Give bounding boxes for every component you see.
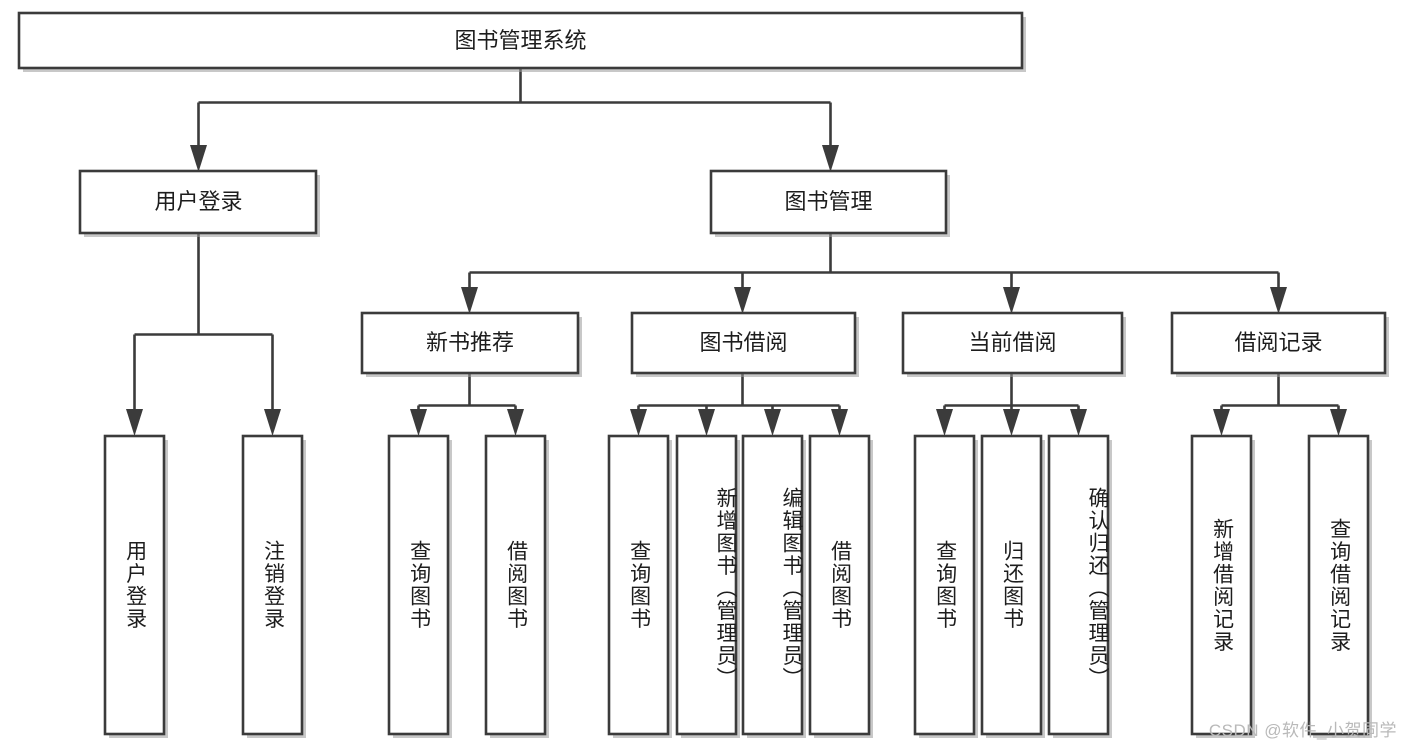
arrow-to-borrow-record — [1270, 287, 1287, 314]
node-label-new-book-recommend: 新书推荐 — [426, 330, 514, 355]
leaf-user-login-1[interactable] — [103, 434, 166, 736]
arrow-user-login-leaf-1 — [126, 409, 143, 436]
node-book-management[interactable] — [709, 169, 948, 235]
leaf-new-book-2[interactable] — [484, 434, 547, 736]
leaf-borrow-record-1[interactable] — [1190, 434, 1253, 736]
arrow-book-borrow-leaf-1 — [630, 409, 647, 436]
arrow-borrow-record-leaf-2 — [1330, 409, 1347, 436]
leaf-current-borrow-3[interactable] — [1047, 434, 1110, 736]
leaf-book-borrow-3[interactable] — [741, 434, 804, 736]
leaf-user-login-2[interactable] — [241, 434, 304, 736]
leaf-current-borrow-2[interactable] — [980, 434, 1043, 736]
arrow-current-borrow-leaf-2 — [1003, 409, 1020, 436]
arrow-current-borrow-leaf-3 — [1070, 409, 1087, 436]
arrow-new-book-leaf-2 — [507, 409, 524, 436]
node-label-user-login: 用户登录 — [154, 189, 242, 214]
arrow-root-to-book-manage — [822, 145, 839, 172]
connector-layer — [126, 68, 1347, 436]
node-borrow-record[interactable] — [1170, 311, 1387, 375]
node-label-current-borrow: 当前借阅 — [968, 330, 1056, 355]
node-book-borrow[interactable] — [630, 311, 857, 375]
node-current-borrow[interactable] — [901, 311, 1124, 375]
arrow-to-book-borrow — [734, 287, 751, 314]
leaf-current-borrow-1[interactable] — [913, 434, 976, 736]
arrow-to-current-borrow — [1003, 287, 1020, 314]
node-label-borrow-record: 借阅记录 — [1234, 330, 1322, 355]
arrow-root-to-user-login — [190, 145, 207, 172]
leaf-borrow-record-2[interactable] — [1307, 434, 1370, 736]
leaf-book-borrow-1[interactable] — [607, 434, 670, 736]
node-root-book-management-system[interactable] — [17, 11, 1024, 70]
node-user-login[interactable] — [78, 169, 318, 235]
node-label-book-borrow: 图书借阅 — [699, 330, 787, 355]
node-new-book-recommend[interactable] — [360, 311, 580, 375]
node-label-book-management: 图书管理 — [784, 189, 872, 214]
node-label-root: 图书管理系统 — [454, 28, 586, 53]
arrow-to-new-book — [461, 287, 478, 314]
arrow-book-borrow-leaf-3 — [764, 409, 781, 436]
arrow-borrow-record-leaf-1 — [1213, 409, 1230, 436]
arrow-book-borrow-leaf-4 — [831, 409, 848, 436]
watermark-text: CSDN @软件_小贺同学 — [1208, 721, 1397, 740]
node-layer: 图书管理系统 用户登录 图书管理 新书推荐 图书借阅 当前借阅 借阅记录 — [17, 11, 1389, 738]
arrow-user-login-leaf-2 — [264, 409, 281, 436]
leaf-book-borrow-4[interactable] — [808, 434, 871, 736]
leaf-new-book-1[interactable] — [387, 434, 450, 736]
leaf-book-borrow-2[interactable] — [675, 434, 738, 736]
arrow-new-book-leaf-1 — [410, 409, 427, 436]
arrow-book-borrow-leaf-2 — [698, 409, 715, 436]
arrow-current-borrow-leaf-1 — [936, 409, 953, 436]
